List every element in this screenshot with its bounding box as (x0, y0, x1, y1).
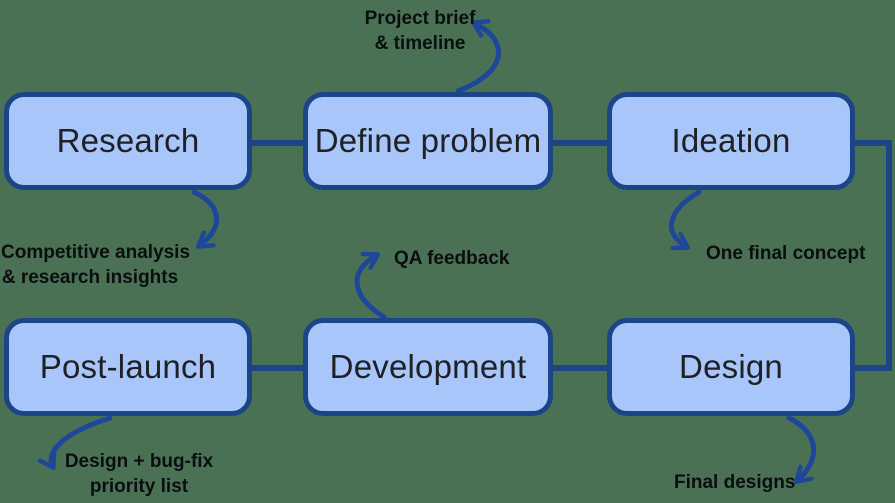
annotation-qa-feedback: QA feedback (394, 248, 510, 269)
node-research-label: Research (56, 122, 200, 159)
connector-ideation-design-right-loop (853, 140, 892, 371)
annotation-project-brief: Project brief & timeline (364, 8, 476, 55)
arrow-define-to-project-brief (455, 23, 502, 94)
arrow-ideation-to-one-final-concept (668, 189, 702, 247)
arrow-research-to-competitive-analysis (191, 189, 219, 246)
node-development: Development (303, 318, 553, 416)
node-ideation: Ideation (607, 92, 855, 190)
node-define-problem: Define problem (303, 92, 553, 190)
node-research: Research (4, 92, 252, 190)
annotation-final-designs: Final designs (674, 472, 796, 493)
node-post-launch: Post-launch (4, 318, 252, 416)
node-design: Design (607, 318, 855, 416)
annotation-competitive-analysis: Competitive analysis & research insights (1, 242, 191, 289)
node-post-launch-label: Post-launch (39, 348, 217, 385)
node-design-label: Design (679, 348, 783, 385)
arrow-design-to-final-designs (786, 415, 816, 481)
node-define-problem-label: Define problem (314, 122, 542, 159)
node-ideation-label: Ideation (671, 122, 791, 159)
arrow-development-to-qa-feedback (354, 255, 387, 320)
annotation-design-bugfix-list: Design + bug-fix priority list (64, 451, 214, 498)
arrow-postlaunch-to-priority-list (51, 415, 113, 467)
node-development-label: Development (329, 348, 527, 385)
annotation-one-final-concept: One final concept (706, 243, 866, 264)
